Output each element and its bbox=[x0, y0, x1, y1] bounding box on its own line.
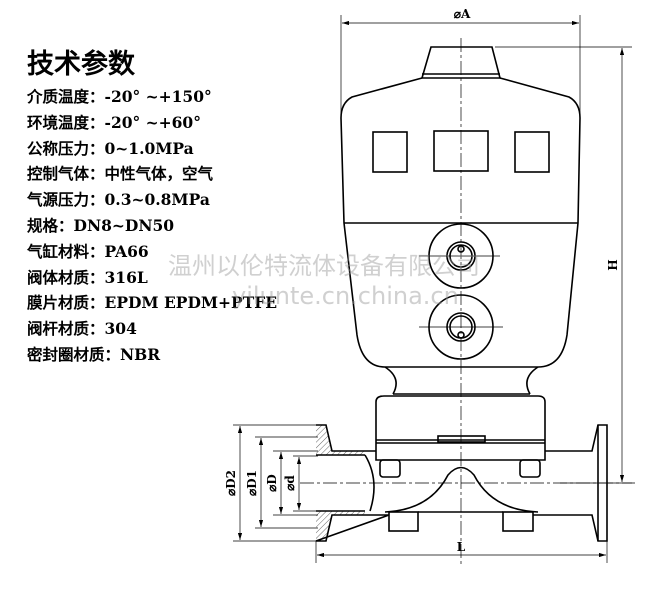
spec-value: 0.3~0.8MPa bbox=[104, 190, 210, 210]
dimension-label-A: ⌀A bbox=[454, 7, 471, 21]
actuator bbox=[340, 46, 581, 395]
bolt-nut-right bbox=[519, 459, 541, 478]
spec-value: 中性气体，空气 bbox=[104, 164, 214, 184]
spec-value: -20° ~+60° bbox=[104, 112, 201, 132]
indicator-upper bbox=[419, 223, 500, 289]
dimension-label-D: ⌀D bbox=[265, 474, 279, 492]
spec-label: 规格： bbox=[27, 215, 74, 235]
bolt-nut-left bbox=[379, 459, 401, 478]
weir bbox=[384, 466, 539, 513]
spec-value: -20° ~+150° bbox=[104, 87, 212, 106]
spec-row: 气缸材料：PA66 bbox=[27, 239, 277, 265]
spec-value: PA66 bbox=[104, 241, 149, 261]
spec-label: 控制气体： bbox=[27, 164, 105, 184]
spec-value: 304 bbox=[104, 319, 137, 339]
spec-row: 气源压力：0.3~0.8MPa bbox=[27, 187, 277, 213]
spec-value: 0~1.0MPa bbox=[104, 138, 194, 158]
spec-value: DN8~DN50 bbox=[73, 215, 175, 235]
spec-row: 膜片材质：EPDM EPDM+PTFE bbox=[27, 290, 277, 316]
spec-row: 公称压力：0~1.0MPa bbox=[27, 136, 277, 162]
spec-row: 规格：DN8~DN50 bbox=[27, 213, 277, 239]
spec-title: 技术参数 bbox=[27, 49, 135, 80]
spec-label: 阀体材质： bbox=[27, 267, 105, 287]
spec-label: 气缸材料： bbox=[27, 241, 105, 261]
spec-label: 环境温度： bbox=[27, 112, 105, 132]
spec-value: NBR bbox=[120, 344, 161, 364]
valve-bonnet bbox=[375, 395, 546, 478]
spec-label: 膜片材质： bbox=[27, 293, 105, 313]
window-center bbox=[433, 130, 489, 172]
spec-row: 密封圈材质：NBR bbox=[27, 342, 277, 368]
dimension-L: L bbox=[315, 540, 608, 563]
actuator-neck bbox=[384, 366, 539, 395]
dimension-label-H: H bbox=[606, 259, 620, 270]
window-right bbox=[514, 131, 550, 173]
foot-right bbox=[502, 511, 534, 532]
valve-body bbox=[315, 424, 608, 542]
spec-label: 公称压力： bbox=[27, 138, 105, 158]
spec-value: 316L bbox=[104, 267, 148, 287]
dimension-label-D1: ⌀D1 bbox=[245, 470, 259, 496]
dimension-label-d: ⌀d bbox=[283, 475, 297, 491]
spec-row: 环境温度：-20° ~+60° bbox=[27, 110, 277, 136]
dimension-label-D2: ⌀D2 bbox=[224, 470, 238, 496]
spec-label: 密封圈材质： bbox=[27, 344, 121, 364]
spec-row: 控制气体：中性气体，空气 bbox=[27, 161, 277, 187]
foot-left bbox=[388, 511, 419, 532]
pipe-and-flanges bbox=[315, 424, 608, 542]
spec-row: 阀体材质：316L bbox=[27, 265, 277, 291]
spec-row: 介质温度：-20° ~+150° bbox=[27, 84, 277, 110]
indicator-lower bbox=[419, 294, 503, 360]
dimension-label-L: L bbox=[457, 540, 466, 554]
spec-row: 阀杆材质：304 bbox=[27, 316, 277, 342]
actuator-housing bbox=[340, 77, 581, 368]
spec-label: 气源压力： bbox=[27, 190, 105, 210]
dimension-diameters: ⌀D2 ⌀D1 ⌀D ⌀d bbox=[224, 424, 318, 542]
spec-label: 阀杆材质： bbox=[27, 319, 105, 339]
window-left bbox=[372, 131, 408, 173]
spec-value: EPDM EPDM+PTFE bbox=[104, 293, 278, 313]
dimension-H: H bbox=[495, 46, 632, 484]
dimension-A: ⌀A bbox=[340, 7, 581, 120]
spec-panel: 技术参数 介质温度：-20° ~+150°环境温度：-20° ~+60°公称压力… bbox=[27, 48, 277, 368]
spec-label: 介质温度： bbox=[27, 87, 105, 106]
